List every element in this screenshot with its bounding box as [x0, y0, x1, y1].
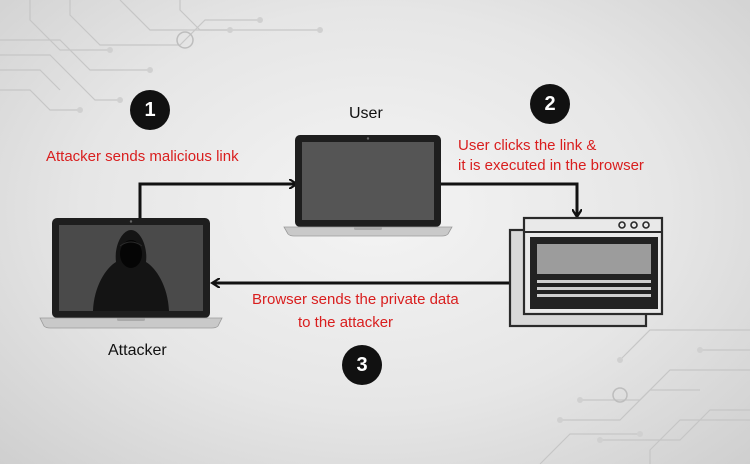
- browser-window-icon: [508, 216, 664, 328]
- step-2-text-line1: User clicks the link &: [458, 137, 597, 154]
- arrow-attacker-to-user: [138, 184, 296, 218]
- step-3-text-line1: Browser sends the private data: [252, 291, 459, 308]
- step-1-badge: 1: [130, 90, 170, 130]
- step-3-text-line2: to the attacker: [298, 314, 394, 331]
- attacker-laptop-icon: [39, 218, 223, 329]
- user-laptop-icon: [283, 135, 453, 237]
- arrow-user-to-browser: [438, 182, 577, 216]
- step-1-text: Attacker sends malicious link: [46, 148, 239, 165]
- attacker-label: Attacker: [108, 342, 167, 359]
- step-3-badge: 3: [342, 345, 382, 385]
- step-2-text-line2: it is executed in the browser: [458, 157, 644, 174]
- step-2-badge: 2: [530, 84, 570, 124]
- hooded-hacker-icon: [93, 230, 169, 311]
- user-label: User: [349, 105, 383, 122]
